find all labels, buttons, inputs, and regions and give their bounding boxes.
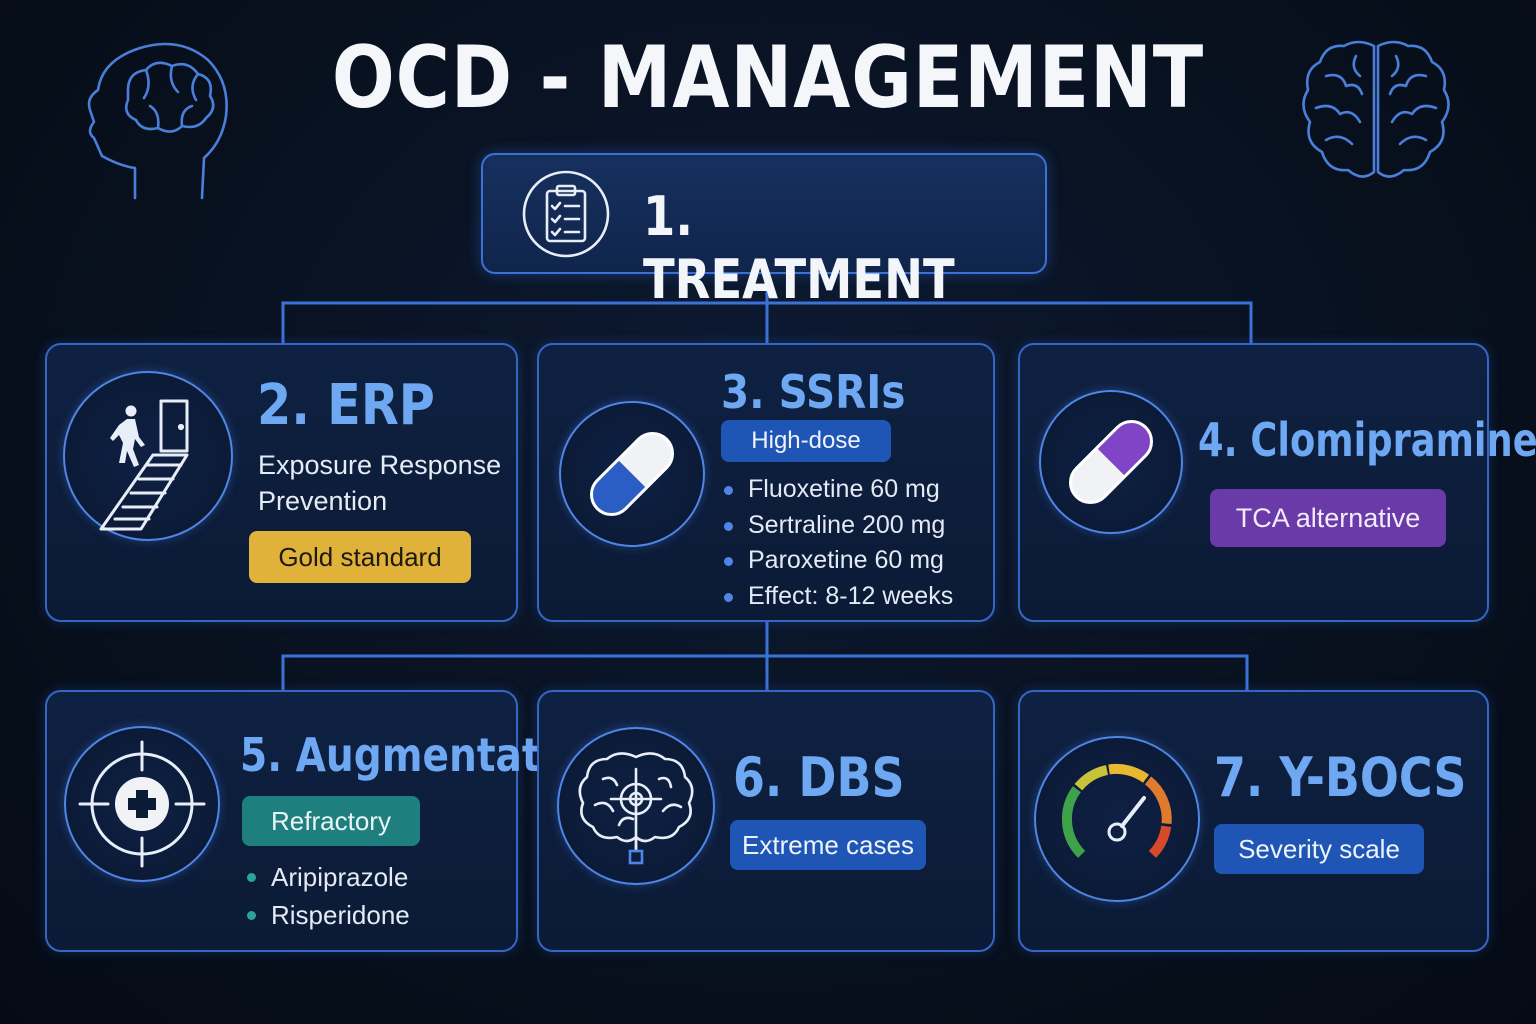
ssris-list: Fluoxetine 60 mg Sertraline 200 mg Parox…	[722, 472, 953, 614]
clomipramine-badge: TCA alternative	[1210, 489, 1446, 547]
clomipramine-title: 4. Clomipramine	[1198, 413, 1536, 467]
dbs-title: 6. DBS	[733, 746, 905, 809]
clomipramine-card: 4. Clomipramine TCA alternative	[1018, 343, 1536, 622]
treatment-node: 1. TREATMENT	[481, 153, 1047, 311]
purple-capsule-icon	[1069, 420, 1153, 504]
ssris-card: 3. SSRIs High-dose Fluoxetine 60 mg Sert…	[537, 343, 995, 622]
dbs-icon-circle	[557, 727, 715, 885]
erp-title: 2. ERP	[257, 373, 435, 438]
augmentation-card: 5. Augmentation Refractory Aripiprazole …	[45, 690, 609, 952]
ybocs-badge: Severity scale	[1214, 824, 1424, 874]
ybocs-icon-circle	[1034, 736, 1200, 902]
erp-card: 2. ERP Exposure Response Prevention Gold…	[45, 343, 518, 622]
list-item: Sertraline 200 mg	[722, 508, 953, 544]
ybocs-card: 7. Y-BOCS Severity scale	[1018, 690, 1489, 952]
augmentation-list: Aripiprazole Risperidone	[245, 858, 410, 934]
clomipramine-icon-circle	[1039, 390, 1183, 534]
ssris-title: 3. SSRIs	[721, 365, 906, 419]
erp-badge: Gold standard	[249, 531, 471, 583]
erp-description-line2: Prevention	[258, 486, 388, 516]
gauge-icon	[1061, 763, 1172, 858]
head-brain-icon	[87, 42, 228, 200]
list-item: Paroxetine 60 mg	[722, 543, 953, 579]
list-item: Effect: 8-12 weeks	[722, 579, 953, 615]
crosshair-plus-icon	[78, 740, 206, 868]
brain-icon	[1302, 40, 1450, 178]
ssris-icon-circle	[559, 401, 705, 547]
erp-description-line1: Exposure Response	[258, 450, 502, 480]
list-item: Fluoxetine 60 mg	[722, 472, 953, 508]
ssris-badge: High-dose	[721, 420, 891, 462]
list-item: Risperidone	[245, 896, 410, 934]
augmentation-icon-circle	[64, 726, 220, 882]
dbs-badge: Extreme cases	[730, 820, 926, 870]
erp-icon-circle	[63, 371, 233, 541]
list-item: Aripiprazole	[245, 858, 410, 896]
brain-electrode-icon	[578, 752, 694, 865]
dbs-card: 6. DBS Extreme cases	[537, 690, 995, 952]
treatment-label: 1. TREATMENT	[643, 185, 955, 311]
clipboard-checklist-icon	[522, 170, 610, 258]
walking-stairs-door-icon	[99, 399, 189, 531]
augmentation-badge: Refractory	[242, 796, 420, 846]
page-title: OCD - MANAGEMENT	[331, 28, 1205, 128]
blue-capsule-icon	[590, 432, 674, 516]
ybocs-title: 7. Y-BOCS	[1214, 746, 1467, 809]
